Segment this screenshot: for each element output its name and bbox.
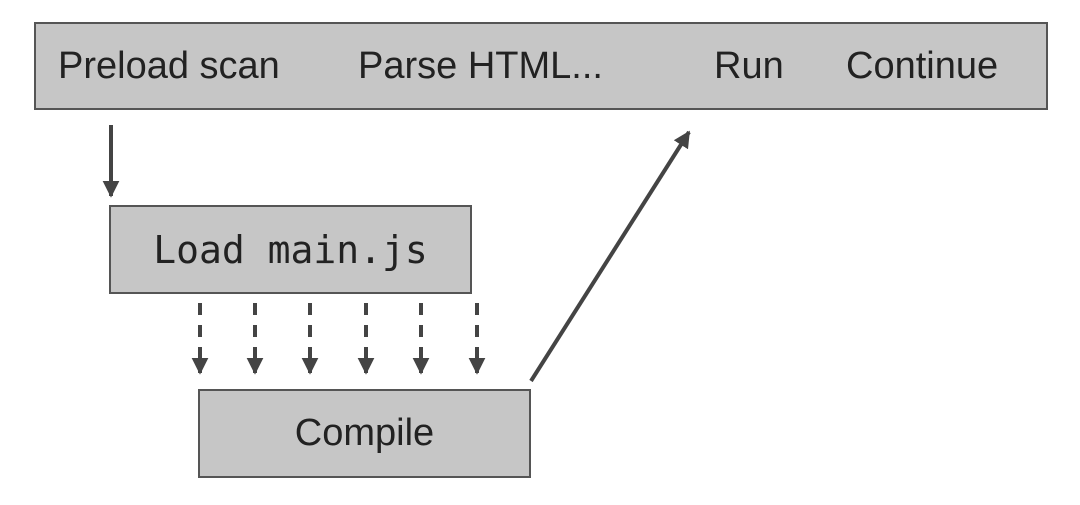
parse-html-segment: Parse HTML... [338, 22, 696, 110]
compile-label: Compile [294, 412, 435, 454]
preload-scan-segment: Preload scan [34, 22, 340, 110]
load-main-js-label: Load main.js [153, 227, 428, 272]
preload-scan-label: Preload scan [58, 44, 280, 87]
continue-label: Continue [846, 44, 999, 87]
run-label: Run [714, 44, 784, 87]
run-segment: Run [694, 22, 816, 110]
parse-html-label: Parse HTML... [358, 44, 603, 87]
compile-to-run-arrow [529, 130, 691, 383]
continue-segment: Continue [814, 22, 1048, 110]
compile-box: Compile [198, 389, 531, 478]
load-main-js-box: Load main.js [109, 205, 472, 294]
